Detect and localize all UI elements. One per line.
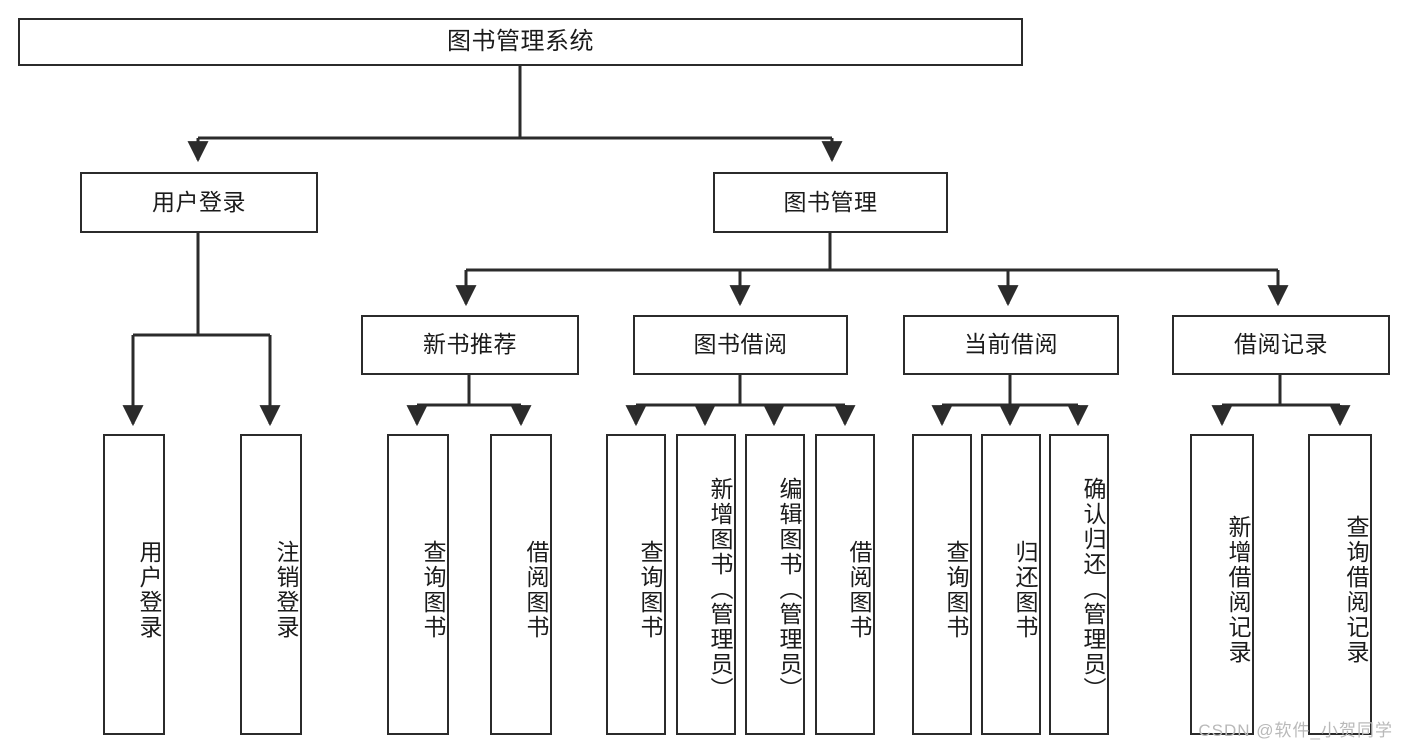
node-leaf-add-record[interactable]: 新增借阅记录 bbox=[1190, 434, 1254, 735]
node-leaf-return-book-label: 归还图书 bbox=[1012, 539, 1038, 640]
node-leaf-user-login[interactable]: 用户登录 bbox=[103, 434, 165, 735]
node-leaf-query-record[interactable]: 查询借阅记录 bbox=[1308, 434, 1372, 735]
node-user-login[interactable]: 用户登录 bbox=[80, 172, 318, 233]
node-leaf-borrow-book-2[interactable]: 借阅图书 bbox=[815, 434, 875, 735]
node-leaf-edit-book[interactable]: 编辑图书（管理员） bbox=[745, 434, 805, 735]
node-leaf-add-book[interactable]: 新增图书（管理员） bbox=[676, 434, 736, 735]
node-borrow-record[interactable]: 借阅记录 bbox=[1172, 315, 1390, 375]
node-leaf-query-book-2-label: 查询图书 bbox=[637, 539, 663, 640]
node-root-label: 图书管理系统 bbox=[447, 27, 594, 55]
node-leaf-add-record-label: 新增借阅记录 bbox=[1225, 514, 1251, 665]
node-leaf-user-login-label: 用户登录 bbox=[136, 539, 162, 640]
node-book-management[interactable]: 图书管理 bbox=[713, 172, 948, 233]
node-leaf-query-book-1[interactable]: 查询图书 bbox=[387, 434, 449, 735]
node-book-borrow[interactable]: 图书借阅 bbox=[633, 315, 848, 375]
node-book-borrow-label: 图书借阅 bbox=[693, 331, 788, 358]
node-leaf-return-book[interactable]: 归还图书 bbox=[981, 434, 1041, 735]
node-current-borrow[interactable]: 当前借阅 bbox=[903, 315, 1119, 375]
node-current-borrow-label: 当前借阅 bbox=[964, 331, 1058, 358]
node-leaf-confirm-return[interactable]: 确认归还（管理员） bbox=[1049, 434, 1109, 735]
node-leaf-logout[interactable]: 注销登录 bbox=[240, 434, 302, 735]
node-leaf-borrow-book-1-label: 借阅图书 bbox=[523, 539, 549, 640]
node-new-book-recommend[interactable]: 新书推荐 bbox=[361, 315, 579, 375]
node-leaf-borrow-book-2-label: 借阅图书 bbox=[846, 539, 872, 640]
node-leaf-query-record-label: 查询借阅记录 bbox=[1343, 514, 1369, 665]
node-leaf-query-book-2[interactable]: 查询图书 bbox=[606, 434, 666, 735]
node-root[interactable]: 图书管理系统 bbox=[18, 18, 1023, 66]
node-leaf-confirm-return-label: 确认归还（管理员） bbox=[1080, 477, 1106, 702]
node-book-management-label: 图书管理 bbox=[783, 188, 878, 215]
node-leaf-logout-label: 注销登录 bbox=[273, 539, 299, 640]
node-new-book-recommend-label: 新书推荐 bbox=[423, 331, 517, 358]
node-leaf-query-book-1-label: 查询图书 bbox=[420, 539, 446, 640]
node-leaf-query-book-3-label: 查询图书 bbox=[943, 539, 969, 640]
csdn-watermark: CSDN @软件_小贺同学 bbox=[1198, 721, 1393, 740]
node-leaf-edit-book-label: 编辑图书（管理员） bbox=[776, 477, 802, 702]
node-user-login-label: 用户登录 bbox=[152, 188, 246, 215]
node-borrow-record-label: 借阅记录 bbox=[1234, 331, 1328, 358]
node-leaf-borrow-book-1[interactable]: 借阅图书 bbox=[490, 434, 552, 735]
node-leaf-add-book-label: 新增图书（管理员） bbox=[707, 477, 733, 702]
node-leaf-query-book-3[interactable]: 查询图书 bbox=[912, 434, 972, 735]
